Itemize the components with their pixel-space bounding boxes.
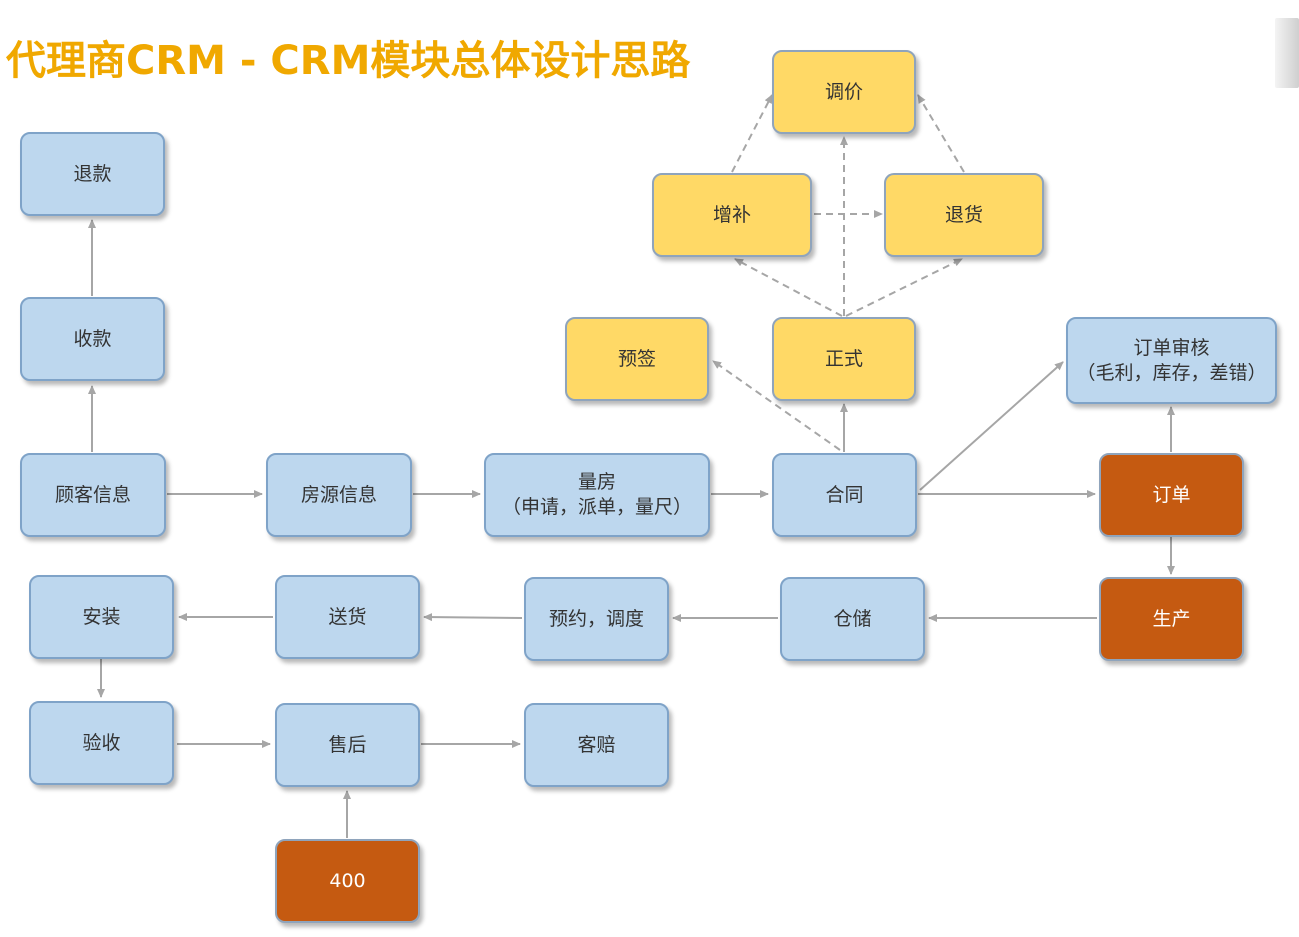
node-shenhe-label: 订单审核 （毛利，库存，差错） [1076,336,1267,384]
arrow-zengbu-tiaojia [731,94,773,173]
node-yuqian-label: 预签 [617,347,656,370]
node-zhengshi: 正式 [772,317,916,401]
node-fangyuan: 房源信息 [266,453,412,537]
arrow-yuyue-songhuo [423,613,523,622]
node-yanshou-label: 验收 [82,731,121,754]
node-dingdan-label: 订单 [1152,483,1191,506]
node-shengchan: 生产 [1099,577,1244,661]
node-tuikuan: 退款 [20,132,165,216]
arrow-hetong-shenhe [919,361,1064,491]
node-shenhe: 订单审核 （毛利，库存，差错） [1066,317,1277,404]
node-guke-label: 顾客信息 [54,483,131,506]
arrow-zhengshi-tuihuo [845,258,963,317]
node-hetong: 合同 [772,453,917,537]
node-shoukuan: 收款 [20,297,165,381]
node-shoukuan-label: 收款 [73,327,112,350]
node-tiaojia-label: 调价 [824,80,863,103]
node-400-hotline: 400 [275,839,420,923]
node-yuyue: 预约，调度 [524,577,669,661]
node-kepei: 客赔 [524,703,669,787]
node-dingdan: 订单 [1099,453,1244,537]
node-tiaojia: 调价 [772,50,916,134]
arrow-tuihuo-tiaojia [917,94,965,173]
corner-shade [1275,18,1299,88]
node-tuikuan-label: 退款 [73,162,112,185]
node-400-hotline-label: 400 [329,869,366,892]
node-kepei-label: 客赔 [577,733,616,756]
node-shouhou-label: 售后 [328,733,367,756]
node-zhengshi-label: 正式 [824,347,863,370]
node-liangfang-label: 量房 （申请，派单，量尺） [501,471,692,518]
arrow-zhengshi-zengbu [734,258,843,317]
node-guke: 顾客信息 [20,453,166,537]
node-anzhuang-label: 安装 [82,605,121,628]
node-shengchan-label: 生产 [1152,607,1191,630]
node-fangyuan-label: 房源信息 [300,483,377,506]
node-shouhou: 售后 [275,703,420,787]
node-cangchu: 仓储 [780,577,925,661]
node-tuihuo: 退货 [884,173,1044,257]
node-hetong-label: 合同 [825,483,864,506]
node-anzhuang: 安装 [29,575,174,659]
node-yanshou: 验收 [29,701,174,785]
node-songhuo-label: 送货 [328,605,367,628]
page-title: 代理商CRM - CRM模块总体设计思路 [6,38,691,84]
node-tuihuo-label: 退货 [944,203,983,226]
node-zengbu-label: 增补 [712,203,751,226]
node-yuqian: 预签 [565,317,709,401]
node-yuyue-label: 预约，调度 [548,607,644,630]
node-songhuo: 送货 [275,575,420,659]
node-liangfang: 量房 （申请，派单，量尺） [484,453,710,537]
node-zengbu: 增补 [652,173,812,257]
node-cangchu-label: 仓储 [833,607,872,630]
arrow-hetong-yuqian [712,360,841,451]
